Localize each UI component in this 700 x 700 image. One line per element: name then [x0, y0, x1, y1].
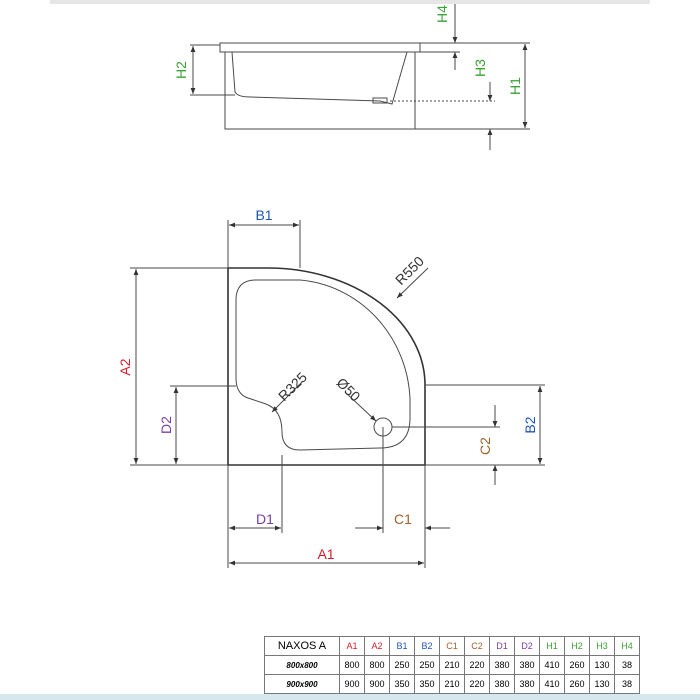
table-cell: 410 — [539, 655, 565, 675]
table-cell: 220 — [464, 674, 490, 694]
r550-label: R550 — [392, 253, 427, 288]
table-cell: 380 — [489, 655, 515, 675]
table-cell: 350 — [389, 674, 415, 694]
dimensions-table: NAXOS A A1 A2 B1 B2 C1 C2 D1 D2 H1 H2 H3… — [264, 636, 640, 694]
table-cell: 380 — [514, 655, 540, 675]
table-cell: 220 — [464, 655, 490, 675]
d1-label: D1 — [256, 511, 274, 527]
table-cell: 38 — [614, 655, 640, 675]
side-view: H2 H4 H3 H1 — [173, 4, 530, 150]
a2-label: A2 — [117, 358, 133, 375]
col-header-h3: H3 — [589, 636, 615, 656]
tray-inner-outline — [235, 279, 411, 451]
table-cell: 350 — [414, 674, 440, 694]
table-cell: 250 — [414, 655, 440, 675]
table-cell: 38 — [614, 674, 640, 694]
d2-label: D2 — [158, 416, 174, 434]
tray-body — [224, 51, 416, 130]
table-cell: 210 — [439, 674, 465, 694]
c2-label: C2 — [477, 437, 493, 455]
col-header-h1: H1 — [539, 636, 565, 656]
col-header-h2: H2 — [564, 636, 590, 656]
table-cell: 380 — [489, 674, 515, 694]
drain-outline — [372, 97, 388, 104]
tray-rim — [219, 42, 421, 53]
d50-leader — [344, 391, 377, 422]
c1-label: C1 — [394, 511, 412, 527]
tray-inner-profile — [231, 51, 408, 105]
table-cell: 130 — [589, 655, 615, 675]
r325-leader — [271, 381, 303, 413]
col-header-h4: H4 — [614, 636, 640, 656]
table-cell: 380 — [514, 674, 540, 694]
bottom-bar — [0, 694, 700, 700]
table-header-row: NAXOS A A1 A2 B1 B2 C1 C2 D1 D2 H1 H2 H3… — [264, 636, 640, 656]
r550-leader — [396, 267, 429, 299]
table-cell: 900 — [364, 674, 390, 694]
table-cell: 410 — [539, 674, 565, 694]
table-cell: 130 — [589, 674, 615, 694]
h3-label: H3 — [472, 59, 488, 77]
h2-label: H2 — [173, 61, 189, 79]
col-header-d1: D1 — [489, 636, 515, 656]
h1-label: H1 — [507, 77, 523, 95]
col-header-a1: A1 — [339, 636, 365, 656]
r325-label: R325 — [275, 369, 310, 404]
tray-outline — [227, 267, 426, 466]
col-header-d2: D2 — [514, 636, 540, 656]
b2-label: B2 — [522, 416, 538, 433]
a1-label: A1 — [317, 546, 334, 562]
col-header-c2: C2 — [464, 636, 490, 656]
table-cell: 900 — [339, 674, 365, 694]
table-row: 800x800 800 800 250 250 210 220 380 380 … — [264, 655, 640, 675]
table-cell: 210 — [439, 655, 465, 675]
table-cell: 260 — [564, 655, 590, 675]
table-title: NAXOS A — [264, 636, 340, 656]
plan-view: R550 R325 Ø50 B1 A2 D2 B2 C2 — [117, 207, 545, 568]
col-header-a2: A2 — [364, 636, 390, 656]
row-model-label: 800x800 — [264, 655, 340, 675]
table-cell: 260 — [564, 674, 590, 694]
b1-label: B1 — [255, 207, 272, 223]
col-header-b2: B2 — [414, 636, 440, 656]
table-cell: 800 — [364, 655, 390, 675]
col-header-b1: B1 — [389, 636, 415, 656]
d50-label: Ø50 — [334, 374, 364, 404]
table-cell: 250 — [389, 655, 415, 675]
top-rule — [50, 0, 650, 4]
h4-label: H4 — [434, 5, 450, 23]
table-row: 900x900 900 900 350 350 210 220 380 380 … — [264, 674, 640, 694]
table-cell: 800 — [339, 655, 365, 675]
row-model-label: 900x900 — [264, 674, 340, 694]
col-header-c1: C1 — [439, 636, 465, 656]
